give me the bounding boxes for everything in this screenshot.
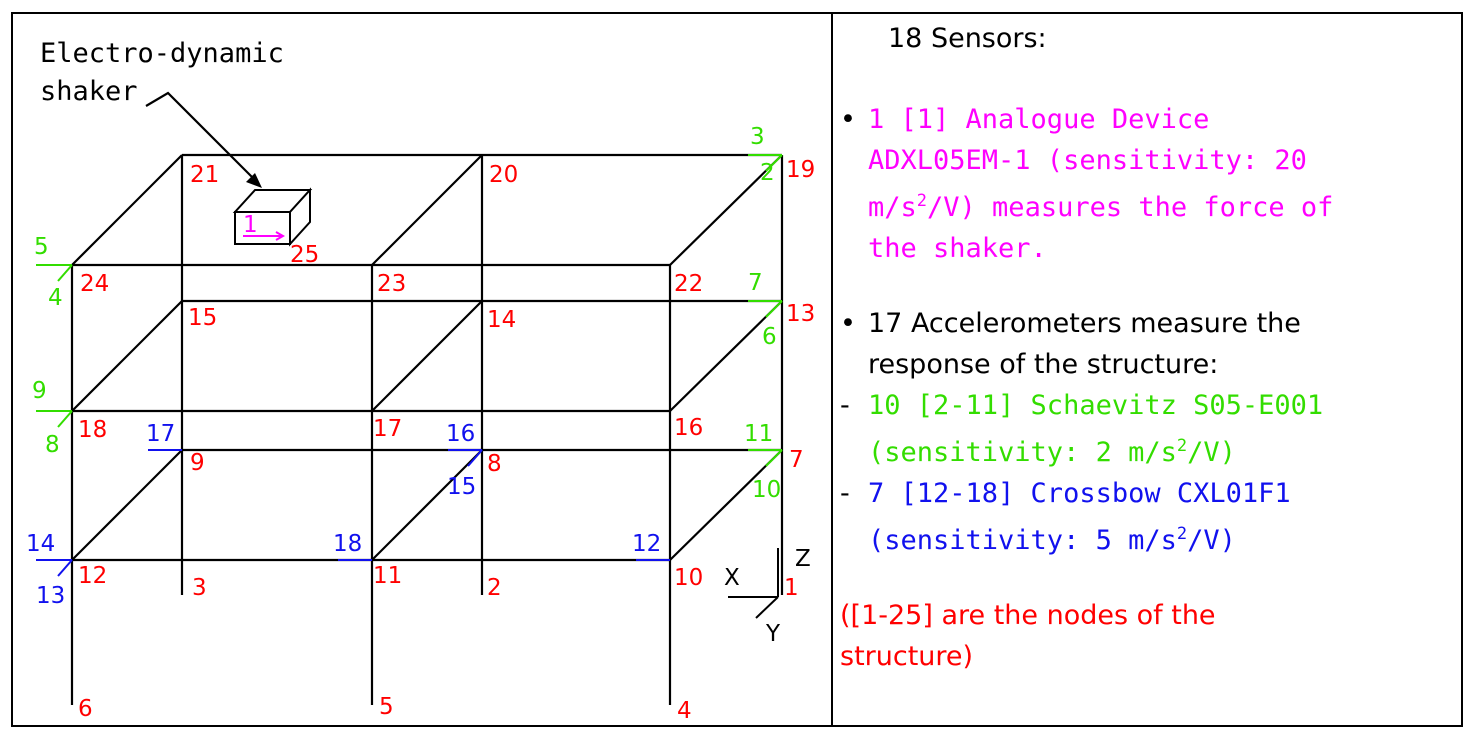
node-label: 14 [487,307,516,333]
frame-members [70,153,784,705]
legend-schaevitz-sup: 2 [1176,436,1188,456]
axis-label-x: X [724,565,740,591]
legend-crossbow-line2: (sensitivity: 5 m/s [868,525,1177,556]
axis-label-y: Y [765,621,781,647]
sensor-arrows [36,154,783,577]
shaker-label-line1: Electro-dynamic [40,38,284,69]
node-labels: 1 2 3 4 5 6 7 8 9 10 11 12 13 14 15 16 1… [78,157,815,724]
shaker-box [232,187,313,247]
legend-schaevitz-line2: (sensitivity: 2 m/s [868,437,1177,468]
legend-item-accelerometers: 17 Accelerometers measure the response o… [840,303,1460,385]
node-label: 13 [786,301,815,327]
legend-heading: 18 Sensors: [860,18,1460,59]
legend-heading-text: 18 Sensors: [888,23,1047,54]
sensor-label: 14 [26,531,55,557]
legend-accel-line1: 17 Accelerometers measure the [868,308,1301,339]
legend-shaker-sup: 2 [916,191,928,211]
sensor-label: 17 [146,421,175,447]
legend-schaevitz-line1: 10 [2-11] Schaevitz S05-E001 [868,390,1324,421]
node-label: 17 [373,416,402,442]
node-label: 7 [789,447,804,473]
legend-item-schaevitz: - 10 [2-11] Schaevitz S05-E001 (sensitiv… [840,385,1460,473]
node-label: 6 [78,696,93,722]
node-label: 2 [487,575,502,601]
sensor-label: 16 [446,421,475,447]
diagram-border [11,12,833,727]
node-label: 11 [373,563,402,589]
sensor-label: 11 [744,421,773,447]
legend-note-line2: structure) [840,641,974,672]
legend-border [831,12,1463,727]
sensor-label: 7 [748,270,763,296]
node-label: 4 [677,698,692,724]
sensor-arrows-crossbow [36,449,670,577]
sensor-label: 13 [36,583,65,609]
legend-note-line1: ([1-25] are the nodes of the [840,600,1216,631]
legend-shaker-line3: /V) measures the force of [927,192,1334,223]
shaker-pointer-arrow [145,91,262,188]
node-label: 3 [192,575,207,601]
node-label: 20 [489,162,518,188]
sensor-label: 6 [762,324,777,350]
legend-schaevitz-unit: /V) [1187,437,1236,468]
sensor-labels: 1 2 3 4 5 6 7 8 9 10 11 12 13 14 15 16 1… [26,124,781,609]
legend-crossbow-unit: /V) [1187,525,1236,556]
legend-shaker-unit: m/s [868,192,917,223]
legend-note: ([1-25] are the nodes of the structure) [840,595,1460,677]
legend-dash: - [840,478,850,509]
sensor-label: 12 [632,531,661,557]
legend-item-shaker-sensor: 1 [1] Analogue Device ADXL05EM-1 (sensit… [840,99,1460,269]
sensor-label: 15 [447,474,476,500]
sensor-label: 18 [333,531,362,557]
sensor-legend: 18 Sensors: 1 [1] Analogue Device ADXL05… [840,18,1460,738]
legend-item-crossbow: - 7 [12-18] Crossbow CXL01F1 (sensitivit… [840,473,1460,561]
shaker-label-line2: shaker [40,76,138,107]
sensor-label: 3 [750,124,765,150]
node-label: 5 [379,694,394,720]
sensor-arrows-schaevitz [36,154,783,467]
sensor-label: 10 [752,477,781,503]
node-label: 25 [290,242,319,268]
node-label: 16 [674,415,703,441]
node-label: 12 [78,563,107,589]
legend-shaker-line1: 1 [1] Analogue Device [868,104,1210,135]
legend-crossbow-sup: 2 [1176,524,1188,544]
node-label: 24 [80,271,109,297]
node-label: 19 [786,157,815,183]
node-label: 10 [674,565,703,591]
node-label: 21 [190,162,219,188]
node-label: 15 [188,305,217,331]
axis-label-z: Z [795,546,811,572]
sensor-label: 1 [243,212,258,238]
legend-shaker-line4: the shaker. [868,233,1047,264]
sensor-label: 4 [48,285,63,311]
sensor-label: 9 [32,378,47,404]
sensor-label: 5 [34,234,49,260]
node-label: 18 [78,417,107,443]
sensor-arrow-shaker [243,231,286,241]
legend-shaker-line2: ADXL05EM-1 (sensitivity: 20 [868,145,1307,176]
node-label: 8 [487,451,502,477]
axis-triad [728,548,779,619]
sensor-label: 8 [45,432,60,458]
legend-accel-line2: response of the structure: [868,349,1219,380]
node-label: 22 [674,271,703,297]
node-label: 1 [784,575,799,601]
node-label: 9 [190,450,205,476]
sensor-label: 2 [760,160,775,186]
legend-dash: - [840,390,850,421]
legend-crossbow-line1: 7 [12-18] Crossbow CXL01F1 [868,478,1291,509]
node-label: 23 [377,271,406,297]
